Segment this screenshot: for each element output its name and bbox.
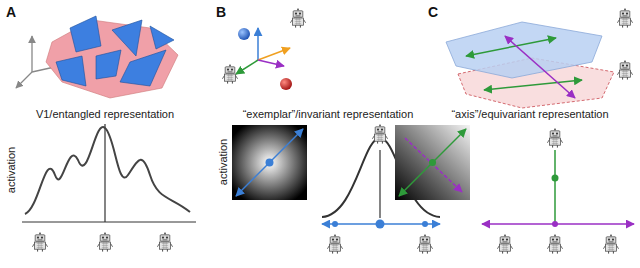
panel-letter: C [428,4,438,20]
invariant-heatmap [232,125,307,200]
activation-plot [22,124,196,252]
equivariant-planes [446,8,633,108]
axis-label: activation [5,147,18,193]
entangled-manifold [16,16,178,98]
panel-letter: A [6,4,16,20]
panel-title: “axis”/equivariant representation [451,108,608,121]
equivariant-heatmap [395,125,470,200]
panel-letter: B [216,4,226,20]
panel-title: V1/entangled representation [36,108,174,121]
invariant-space [222,8,305,90]
axis-label: activation [217,139,230,185]
panel-title: “exemplar”/invariant representation [243,108,414,121]
axis-response [482,128,634,253]
